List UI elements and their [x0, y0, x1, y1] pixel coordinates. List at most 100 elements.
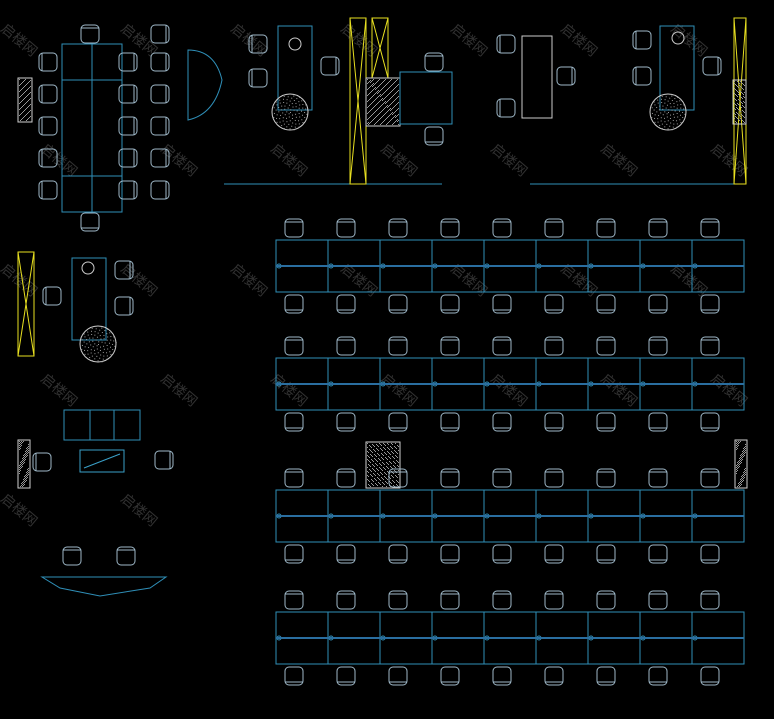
planter-dot — [742, 98, 743, 99]
desk-bottom — [587, 637, 641, 665]
planter-dot — [23, 483, 24, 484]
planter-dot — [370, 446, 371, 447]
rug-dot — [89, 357, 91, 359]
rug-dot — [292, 106, 294, 108]
planter-dot — [27, 469, 28, 470]
rug-dot — [307, 109, 309, 111]
rug-dot — [106, 333, 108, 335]
planter-dot — [20, 486, 21, 487]
rug-dot — [280, 109, 282, 111]
planter-dot — [28, 118, 29, 119]
planter-dot — [372, 90, 373, 91]
planter-dot — [738, 114, 739, 115]
rug-dot — [672, 119, 674, 121]
planter-dot — [380, 484, 381, 485]
sofa — [63, 409, 141, 441]
planter-dot — [738, 82, 739, 83]
rug-dot — [103, 345, 105, 347]
planter-dot — [20, 462, 21, 463]
planter-dot — [397, 481, 398, 482]
planter-dot — [22, 466, 23, 467]
planter-dot — [377, 477, 378, 478]
planters — [17, 77, 748, 489]
planter-dot — [738, 87, 739, 88]
rug-dot — [279, 118, 281, 120]
rug-dot — [291, 125, 293, 127]
planter-dot — [375, 479, 376, 480]
rug-dot — [669, 117, 671, 119]
chair-seat — [700, 336, 720, 356]
planter-dot — [739, 484, 740, 485]
chair — [336, 294, 356, 314]
planter-dot — [382, 94, 383, 95]
planter-dot — [27, 83, 28, 84]
chair — [284, 336, 304, 356]
planter-dot — [743, 96, 744, 97]
chair-seat — [556, 66, 576, 86]
planter-dot — [387, 89, 388, 90]
chair-seat — [284, 544, 304, 564]
rug-dot — [294, 126, 296, 128]
planter-dot — [383, 467, 384, 468]
planter-dot — [21, 467, 22, 468]
chair-seat — [150, 24, 170, 44]
planter-dot — [742, 110, 743, 111]
planter-dot — [395, 111, 396, 112]
chair-seat — [544, 590, 564, 610]
planter-dot — [24, 480, 25, 481]
planter-dot — [742, 475, 743, 476]
rug-dot — [103, 334, 105, 336]
rug-dot — [95, 339, 97, 341]
planter-dot — [27, 89, 28, 90]
planter-dot — [392, 112, 393, 113]
planter-dot — [20, 120, 21, 121]
rug-dot — [298, 123, 300, 125]
watermark-text: 启楼网 — [377, 371, 419, 410]
rug-dot — [110, 354, 112, 356]
desk-top — [639, 611, 693, 639]
planter-dot — [371, 459, 372, 460]
rug-dot — [81, 344, 83, 346]
planter-dot — [367, 455, 368, 456]
chair — [388, 412, 408, 432]
planter-dot — [395, 463, 396, 464]
chair-seat — [440, 412, 460, 432]
desk-top — [379, 239, 433, 267]
rug-dot — [93, 349, 95, 351]
planter-dot — [379, 91, 380, 92]
planter-dot — [735, 121, 736, 122]
planter-dot — [369, 111, 370, 112]
desk-bottom — [639, 383, 693, 411]
rug-dot — [664, 99, 666, 101]
planter-dot — [24, 482, 25, 483]
rug-dot — [295, 106, 297, 108]
planter-dot — [391, 467, 392, 468]
desk-bottom — [483, 515, 537, 543]
planter-dot — [735, 94, 736, 95]
rug-dot — [293, 95, 295, 97]
planter-dot — [369, 485, 370, 486]
planter-dot — [28, 88, 29, 89]
planter-dot — [384, 102, 385, 103]
rug-dot — [291, 97, 293, 99]
planter-dot — [393, 461, 394, 462]
rug-dot — [680, 122, 682, 124]
planter-dot — [19, 441, 20, 442]
planter-dot — [736, 449, 737, 450]
planter-dot — [25, 453, 26, 454]
planter-dot — [27, 475, 28, 476]
planter-dot — [382, 100, 383, 101]
planter-dot — [388, 452, 389, 453]
planter-dot — [378, 470, 379, 471]
planter-dot — [27, 447, 28, 448]
rug-dot — [669, 103, 671, 105]
planter-dot — [395, 443, 396, 444]
planter-dot — [26, 452, 27, 453]
watermark-text: 启楼网 — [0, 21, 40, 60]
planter-dot — [371, 451, 372, 452]
rug-dot — [281, 105, 283, 107]
chair-seat — [388, 218, 408, 238]
planter-dot — [734, 98, 735, 99]
executive-office-1 — [248, 25, 453, 146]
planter-dot — [396, 480, 397, 481]
